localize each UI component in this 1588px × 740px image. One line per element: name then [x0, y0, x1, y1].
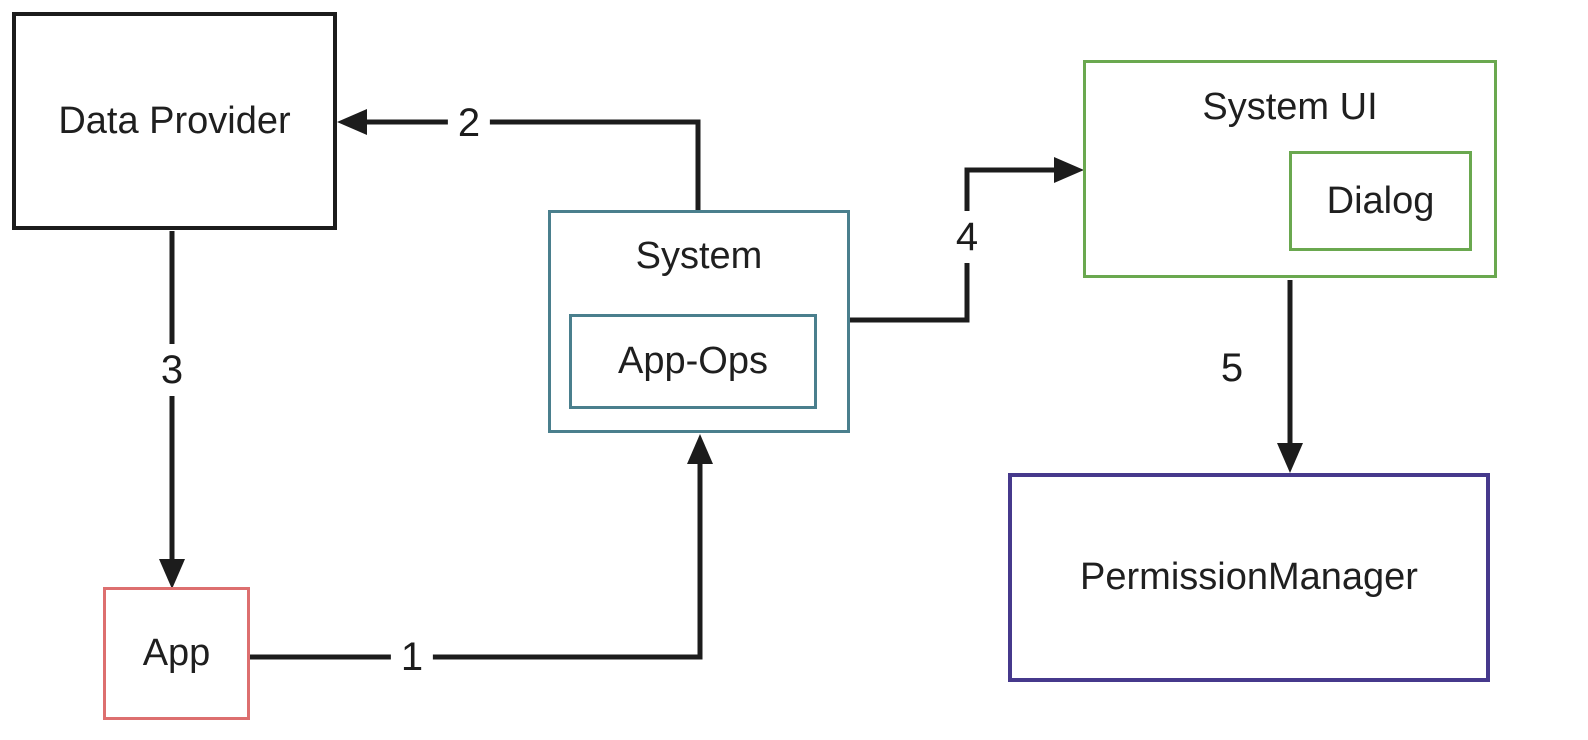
permission-manager-label: PermissionManager: [1080, 556, 1418, 598]
arrow-4-label: 4: [943, 211, 991, 263]
dialog-label: Dialog: [1326, 179, 1435, 222]
arrow-4-head: [1054, 157, 1084, 183]
arrow-5-head: [1277, 443, 1303, 473]
arrow-5-label: 5: [1210, 346, 1254, 390]
system-ui-node: System UI Dialog: [1083, 60, 1497, 278]
data-provider-label: Data Provider: [58, 99, 291, 142]
permission-manager-node: PermissionManager: [1008, 473, 1490, 682]
arrow-1-label: 1: [390, 635, 434, 679]
arrow-3-head: [159, 559, 185, 589]
arrow-3-label: 3: [148, 344, 196, 396]
system-node: System App-Ops: [548, 210, 850, 433]
arrow-2-head: [337, 109, 367, 135]
system-label: System: [635, 235, 763, 277]
data-provider-node: Data Provider: [12, 12, 337, 230]
arrow-2-line: [360, 119, 701, 210]
system-ui-label: System UI: [1202, 86, 1378, 128]
arrow-2-label: 2: [447, 101, 491, 145]
app-ops-node: App-Ops: [569, 314, 817, 409]
app-node: App: [103, 587, 250, 720]
app-label: App: [142, 632, 211, 674]
arrow-1-line: [250, 460, 703, 660]
app-ops-label: App-Ops: [618, 340, 768, 382]
arrow-1-head: [687, 434, 713, 464]
dialog-node: Dialog: [1289, 151, 1472, 251]
